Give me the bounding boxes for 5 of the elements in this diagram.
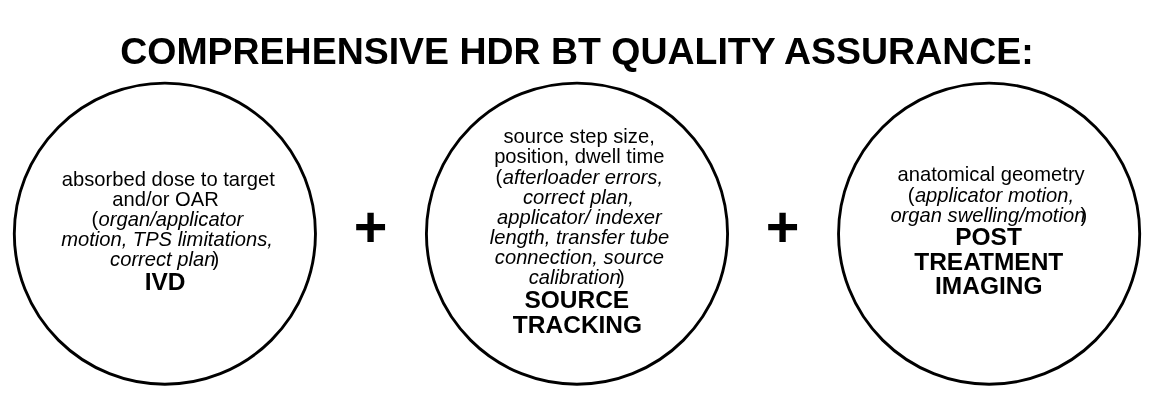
node-circle: absorbed dose to target and/or OAR (organ/applicator motion, TPS limitations, correct plan) IVD [12,81,317,386]
node-circle: source step size, position, dwell time (afterloader errors, correct plan, applicator/ indexer length, transfer tube connection, source calibration) SOURCE TRACKING [425,81,730,386]
label: + [353,194,388,259]
label: + [765,194,800,259]
diagram-title: COMPREHENSIVE HDR BT QUALITY ASSURANCE: [120,30,1034,73]
